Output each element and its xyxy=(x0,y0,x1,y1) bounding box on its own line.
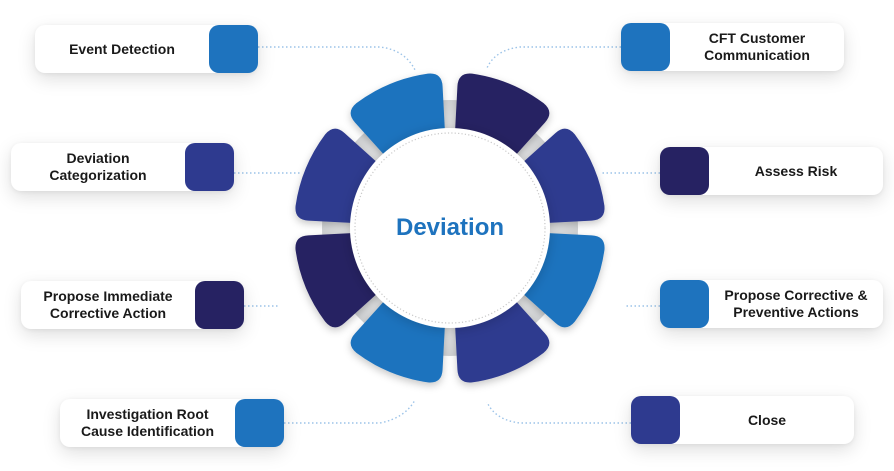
step-color-square-icon xyxy=(185,143,234,191)
step-label: Event Detection xyxy=(69,40,175,57)
step-color-square-icon xyxy=(195,281,244,329)
connector-investigation xyxy=(284,399,416,424)
step-color-square-icon xyxy=(660,147,709,195)
step-card-propose-immediate-corrective-action[interactable]: Propose Immediate Corrective Action xyxy=(21,281,244,329)
connector-lines xyxy=(234,46,660,424)
step-color-square-icon xyxy=(631,396,680,444)
step-label: CFT Customer Communication xyxy=(704,30,810,63)
step-label: Assess Risk xyxy=(754,162,838,179)
center-circle xyxy=(350,128,550,328)
connector-event-detection xyxy=(258,46,416,71)
step-card-propose-capa[interactable]: Propose Corrective & Preventive Actions xyxy=(660,280,883,328)
step-card-cft-customer-communication[interactable]: CFT Customer Communication xyxy=(621,23,844,71)
center-dotted-border xyxy=(354,132,546,324)
step-card-close[interactable]: Close xyxy=(631,396,854,444)
step-color-square-icon xyxy=(209,25,258,73)
step-label: Investigation Root Cause Identification xyxy=(80,406,215,439)
step-color-square-icon xyxy=(660,280,709,328)
step-card-assess-risk[interactable]: Assess Risk xyxy=(660,147,883,195)
step-label: Propose Corrective & Preventive Actions xyxy=(724,287,868,320)
step-label: Propose Immediate Corrective Action xyxy=(43,288,173,321)
step-color-square-icon xyxy=(235,399,284,447)
step-label: Close xyxy=(747,411,787,428)
step-label: Deviation Categorization xyxy=(49,150,147,183)
step-card-investigation-root-cause[interactable]: Investigation Root Cause Identification xyxy=(60,399,284,447)
center-label: Deviation xyxy=(395,214,505,241)
step-card-deviation-categorization[interactable]: Deviation Categorization xyxy=(11,143,234,191)
connector-cft-customer xyxy=(486,46,621,69)
connector-close xyxy=(486,401,631,424)
step-color-square-icon xyxy=(621,23,670,71)
step-card-event-detection[interactable]: Event Detection xyxy=(35,25,258,73)
